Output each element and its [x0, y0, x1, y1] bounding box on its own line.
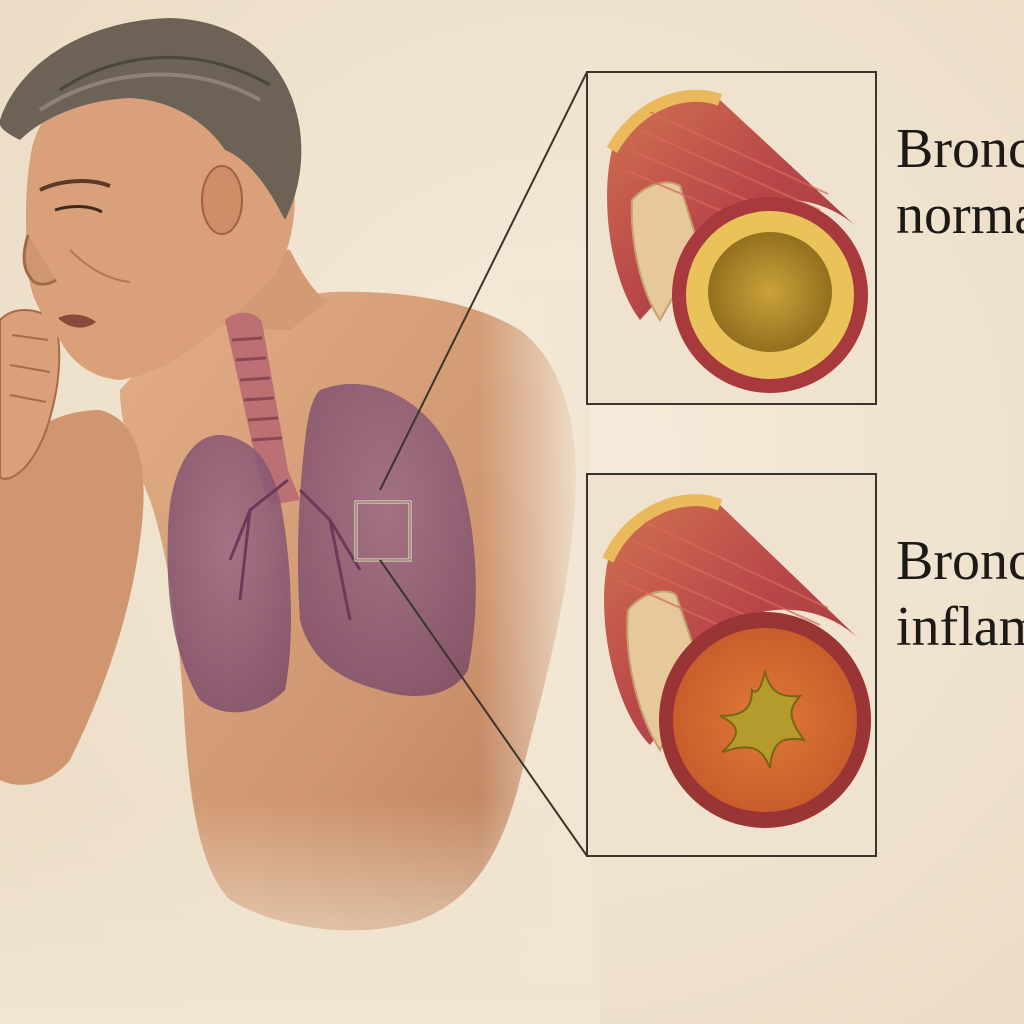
- normal-bronchus-cross-section: [606, 89, 868, 393]
- left-lung: [297, 383, 476, 696]
- narrowed-airway: [719, 668, 807, 769]
- callout-line-top: [379, 71, 588, 491]
- hair: [0, 18, 302, 220]
- callout-line-bottom: [379, 559, 588, 857]
- normal-bronchus-label: Bronc norma: [896, 116, 1024, 248]
- left-arm: [0, 410, 144, 785]
- normal-label-line1: Bronc: [896, 118, 1024, 180]
- right-lung: [167, 434, 292, 713]
- ear: [201, 165, 243, 235]
- lungs-illustration: [167, 312, 476, 713]
- fist: [0, 309, 61, 480]
- inflamed-bronchus-label: Bronc inflam: [896, 528, 1024, 660]
- inflamed-label-line1: Bronc: [896, 530, 1024, 592]
- normal-label-line2: norma: [896, 184, 1024, 246]
- inflamed-label-line2: inflam: [896, 596, 1024, 658]
- inflamed-bronchus-cross-section: [602, 494, 871, 828]
